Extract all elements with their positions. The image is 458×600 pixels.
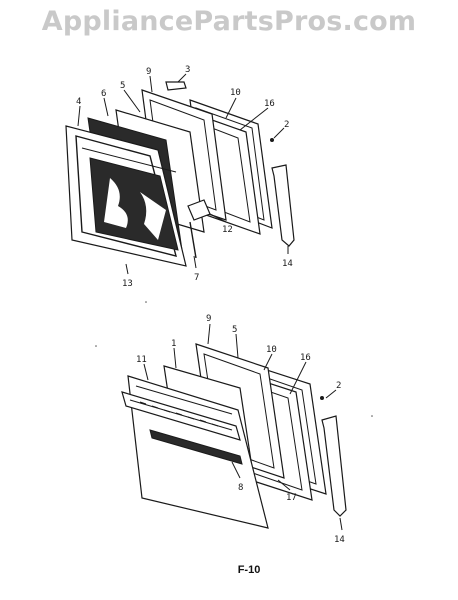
figure-id-label: F-10	[237, 564, 261, 576]
callout-8-lower: 8	[238, 483, 243, 493]
callout-17-lower: 17	[286, 493, 297, 503]
callout-10: 10	[230, 88, 241, 98]
lower-door-assembly: 9 5 10 16 11 1 2 8 17 14	[121, 314, 347, 545]
callout-1-lower: 1	[171, 339, 176, 349]
upper-door-assembly: 3 9 5 10 16 4 6 2 12 14 7 13	[65, 65, 295, 289]
callout-5-lower: 5	[232, 325, 237, 335]
part-3-bracket	[165, 81, 187, 91]
callout-3: 3	[185, 65, 190, 75]
callout-9-lower: 9	[206, 314, 211, 324]
callout-9: 9	[146, 67, 151, 77]
callout-10-lower: 10	[266, 345, 277, 355]
top-vent-rail	[121, 391, 241, 441]
vent-slots	[139, 401, 219, 427]
callout-11-lower: 11	[136, 355, 147, 365]
part-2-screw	[270, 138, 274, 142]
callout-7: 7	[194, 273, 199, 283]
callout-4: 4	[76, 97, 81, 107]
callout-16: 16	[264, 99, 275, 109]
callout-2: 2	[284, 120, 289, 130]
callout-5: 5	[120, 81, 125, 91]
callout-12: 12	[222, 225, 233, 235]
callout-16-lower: 16	[300, 353, 311, 363]
part-14-trim-strip	[271, 164, 295, 247]
part-7-hinge	[189, 221, 197, 259]
part-8-handle	[149, 429, 243, 465]
callout-13: 13	[122, 279, 133, 289]
callout-14: 14	[282, 259, 293, 269]
callout-14-lower: 14	[334, 535, 345, 545]
callout-6: 6	[101, 89, 106, 99]
watermark-logo: AppliancePartsPros.com	[41, 6, 417, 37]
part-2-screw-lower	[320, 396, 324, 400]
part-14-trim-strip-lower	[321, 415, 347, 517]
callout-2-lower: 2	[336, 381, 341, 391]
